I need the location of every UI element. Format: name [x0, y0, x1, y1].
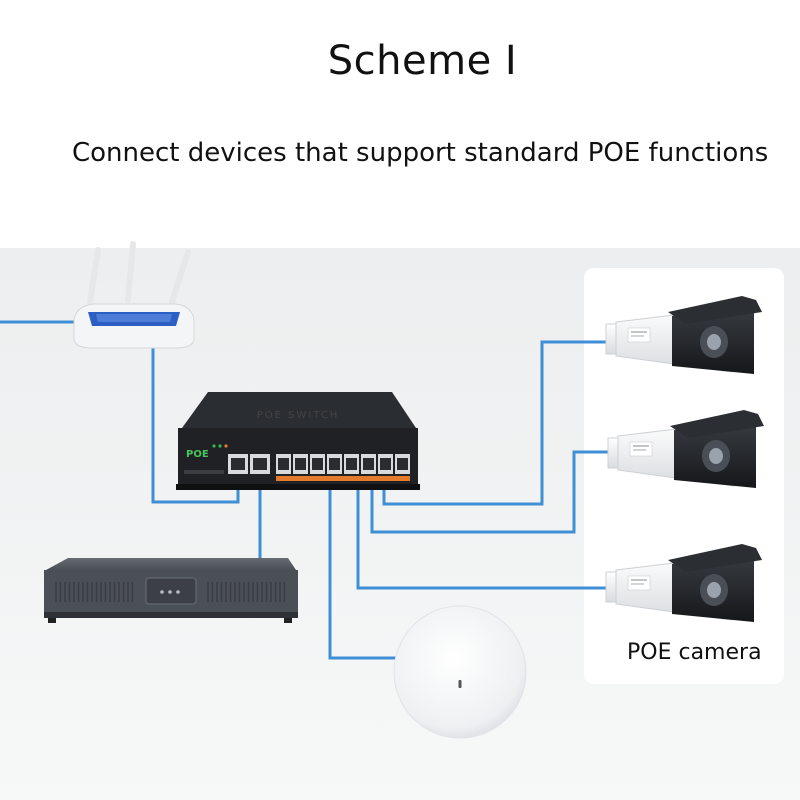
poe-port-socket — [346, 458, 357, 470]
cable-switch-to-camera-1 — [382, 340, 610, 506]
poe-port-socket — [397, 458, 408, 470]
poe-port-socket — [295, 458, 306, 470]
poe-switch-icon: POE SWITCH POE — [176, 392, 420, 490]
cable-router-to-switch — [151, 346, 240, 504]
nvr-recorder-icon — [44, 558, 298, 623]
wireless-access-point-icon — [393, 605, 527, 739]
page-subtitle: Connect devices that support standard PO… — [72, 138, 769, 168]
nvr-vents — [55, 582, 286, 602]
poe-port-socket — [363, 458, 374, 470]
switch-logo: POE — [186, 449, 209, 460]
switch-top-label: POE SWITCH — [257, 410, 340, 421]
poe-port-socket — [380, 458, 391, 470]
switch-uplink-ports — [228, 454, 270, 474]
poe-port-socket — [312, 458, 323, 470]
router-icon — [73, 241, 195, 349]
cables — [0, 320, 612, 660]
poe-port-socket — [329, 458, 340, 470]
camera-caption: POE camera — [627, 640, 762, 665]
cable-switch-to-camera-2 — [370, 450, 612, 534]
cable-switch-to-ap — [328, 484, 400, 660]
cable-switch-to-camera-3 — [356, 484, 610, 590]
poe-port-socket — [278, 458, 289, 470]
page-title: Scheme I — [327, 38, 518, 84]
switch-poe-ports — [276, 454, 410, 474]
